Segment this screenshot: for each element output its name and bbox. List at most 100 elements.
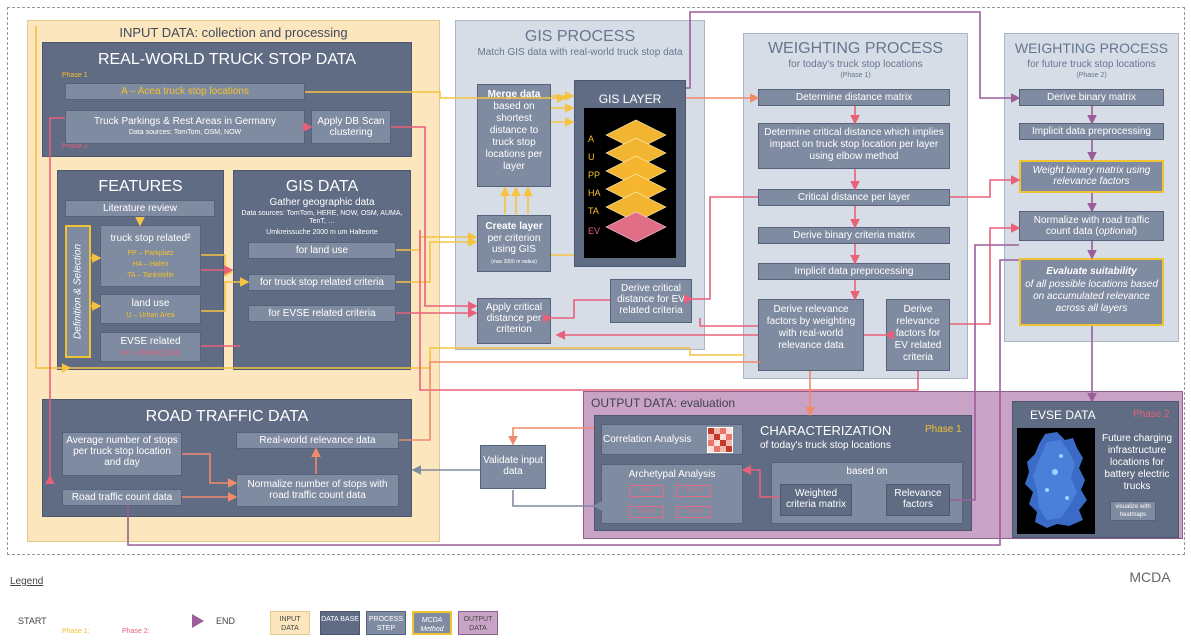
evse-data-title: EVSE DATA	[1030, 408, 1096, 422]
evaluate-suitability-box	[1019, 258, 1164, 326]
legend-mcda-method: MCDA Method	[412, 611, 452, 635]
merge-data-bold: Merge data	[487, 89, 541, 100]
relevance-factors-text: Derive relevance factors by weighting wi…	[766, 304, 856, 351]
layer-label-ta: TA	[588, 206, 599, 216]
heatmap-button	[1110, 501, 1156, 521]
evse-criteria-data-text: for EVSE related criteria	[268, 308, 376, 319]
weighting-phase2-subtitle: for future truck stop locations	[1027, 59, 1156, 70]
legend-data-base: DATA BASE	[320, 611, 360, 635]
derive-critical-ev-text: Derive critical distance for EV related …	[617, 283, 685, 316]
weighting-phase2-title: WEIGHTING PROCESS	[1014, 40, 1169, 56]
merge-data-rest: based on shortest distance to truck stop…	[485, 101, 543, 172]
weight-binary-text: Weight binary matrix using relevance fac…	[1032, 165, 1151, 187]
typ-4-tag: TYP IV	[676, 506, 711, 518]
evse-data-phase2: Phase 2	[1133, 409, 1170, 420]
binary-matrix-text: Derive binary matrix	[1047, 92, 1136, 103]
typ-1-tag: TYP I	[629, 485, 664, 497]
legend-title: Legend	[10, 576, 44, 587]
gis-process-title: GIS PROCESS	[524, 28, 636, 45]
legend-phase2: Phase 2:	[122, 628, 150, 635]
critical-distance-box	[758, 123, 950, 169]
legend-phase1: Phase 1:	[62, 628, 90, 635]
layer-label-ev: EV	[588, 226, 601, 236]
critical-per-layer-text: Critical distance per layer	[797, 192, 911, 203]
validate-input-text: Validate input data	[483, 455, 543, 477]
binary-criteria-text: Derive binary criteria matrix	[793, 230, 915, 241]
critical-distance-text: Determine critical distance which implie…	[764, 127, 944, 162]
characterization-phase1: Phase 1	[925, 424, 962, 435]
create-layer-bold: Create layer	[485, 221, 543, 232]
avg-stops-text: Average number of stops per truck stop l…	[66, 435, 178, 468]
normalize-road-optional: optional	[1098, 226, 1134, 237]
relevance-out-text: Relevance factors	[894, 488, 942, 510]
normalize-road-text: Normalize with road traffic count data (…	[1023, 215, 1160, 237]
legend-start: START	[18, 616, 47, 626]
characterization-sub: of today's truck stop locations	[760, 440, 891, 451]
output-data-title: OUTPUT DATA: evaluation	[591, 396, 736, 410]
ta-text: TA – Tankstelle	[127, 272, 174, 279]
input-data-title: INPUT DATA: collection and processing	[119, 25, 348, 40]
typ-3-tag: TYP III	[629, 506, 664, 518]
weighted-matrix-text: Weighted criteria matrix	[785, 488, 846, 510]
implicit-phase2-text: Implicit data preprocessing	[1032, 126, 1151, 137]
layer-label-ha: HA	[588, 188, 601, 198]
evaluate-suitability-rest: of all possible locations based on accum…	[1025, 279, 1158, 314]
archetypal-text: Archetypal Analysis	[628, 469, 716, 480]
evse-data-text: Future charging infrastructure locations…	[1101, 433, 1173, 492]
phase2-label: Phase 2	[62, 143, 88, 150]
gis-data-sources: Data sources: TomTom, HERE, NOW, OSM, AU…	[241, 210, 403, 225]
relevance-ev-text: Derive relevance factors for EV related …	[894, 304, 942, 363]
gis-process-subtitle: Match GIS data with real-world truck sto…	[477, 47, 683, 58]
create-layer-small: (max 2000 m radius)	[491, 259, 537, 265]
gis-data-subtitle: Gather geographic data	[269, 197, 375, 208]
ha-text: HA – Hafen	[132, 261, 169, 268]
heatmap-button-text: visualize with heatmaps	[1115, 504, 1151, 518]
truck-parkings-title: Truck Parkings & Rest Areas in Germany	[94, 116, 276, 127]
features-title: FEATURES	[98, 178, 183, 195]
normalize-road-text-b: )	[1133, 226, 1138, 237]
implicit-phase1-text: Implicit data preprocessing	[794, 266, 914, 277]
correlation-text: Correlation Analysis	[603, 434, 692, 445]
real-world-title: REAL-WORLD TRUCK STOP DATA	[97, 51, 357, 68]
merge-data-box	[477, 84, 551, 187]
land-use-data-text: for land use	[295, 245, 349, 256]
legend-process-step: PROCESS STEP	[366, 611, 406, 635]
layer-label-u: U	[588, 152, 595, 162]
gis-layer-title: GIS LAYER	[598, 92, 662, 106]
layer-label-a: A	[588, 134, 595, 144]
legend-end: END	[216, 616, 236, 626]
weighting-phase1-title: WEIGHTING PROCESS	[767, 40, 944, 57]
evse-related-sub: EV – EVSE/CCS/S	[120, 350, 181, 357]
layer-label-pp: PP	[588, 170, 601, 180]
truck-parkings-box	[65, 110, 305, 144]
create-layer-rest: per criterion using GIS	[487, 233, 541, 255]
gis-data-title: GIS DATA	[285, 178, 359, 195]
phase1-label: Phase 1	[62, 72, 88, 79]
gis-data-umkreis: Umkreissuche 2000 m um Halteorte	[266, 229, 378, 236]
evaluate-suitability-bold: Evaluate suitability	[1046, 266, 1137, 277]
truck-parkings-sources: Data sources: TomTom, OSM, NOW	[128, 129, 242, 136]
ts-criteria-data-text: for truck stop related criteria	[260, 277, 384, 288]
germany-heatmap-image	[1017, 428, 1095, 534]
land-use-title: land use	[131, 298, 170, 309]
based-on-text: based on	[846, 466, 888, 477]
normalize-stops-text: Normalize number of stops with road traf…	[247, 479, 388, 501]
rw-relevance-text: Real-world relevance data	[259, 435, 376, 446]
legend-input-data: INPUT DATA	[270, 611, 310, 635]
typ-2-tag: TYP II	[676, 485, 711, 497]
legend-output-data: OUTPUT DATA	[458, 611, 498, 635]
weighting-phase1-subtitle: for today's truck stop locations	[788, 59, 923, 70]
road-traffic-title: ROAD TRAFFIC DATA	[145, 408, 309, 425]
literature-text: Literature review	[103, 203, 177, 214]
pp-text: PP – Parkplatz	[127, 250, 174, 257]
acea-text: A – Acea truck stop locations	[121, 86, 249, 97]
definition-selection-text: Definition & Selection	[72, 243, 84, 340]
normalize-road-text-a: Normalize with road traffic count data (	[1033, 215, 1150, 237]
road-count-text: Road traffic count data	[71, 492, 173, 503]
correlation-heatmap-icon	[707, 427, 733, 453]
ts-related-title: truck stop related²	[110, 233, 191, 244]
distance-matrix-text: Determine distance matrix	[795, 92, 913, 103]
urban-text: U – Urban Area	[126, 312, 175, 319]
apply-critical-text: Apply critical distance per criterion	[485, 302, 543, 335]
evse-related-title: EVSE related	[120, 336, 181, 347]
